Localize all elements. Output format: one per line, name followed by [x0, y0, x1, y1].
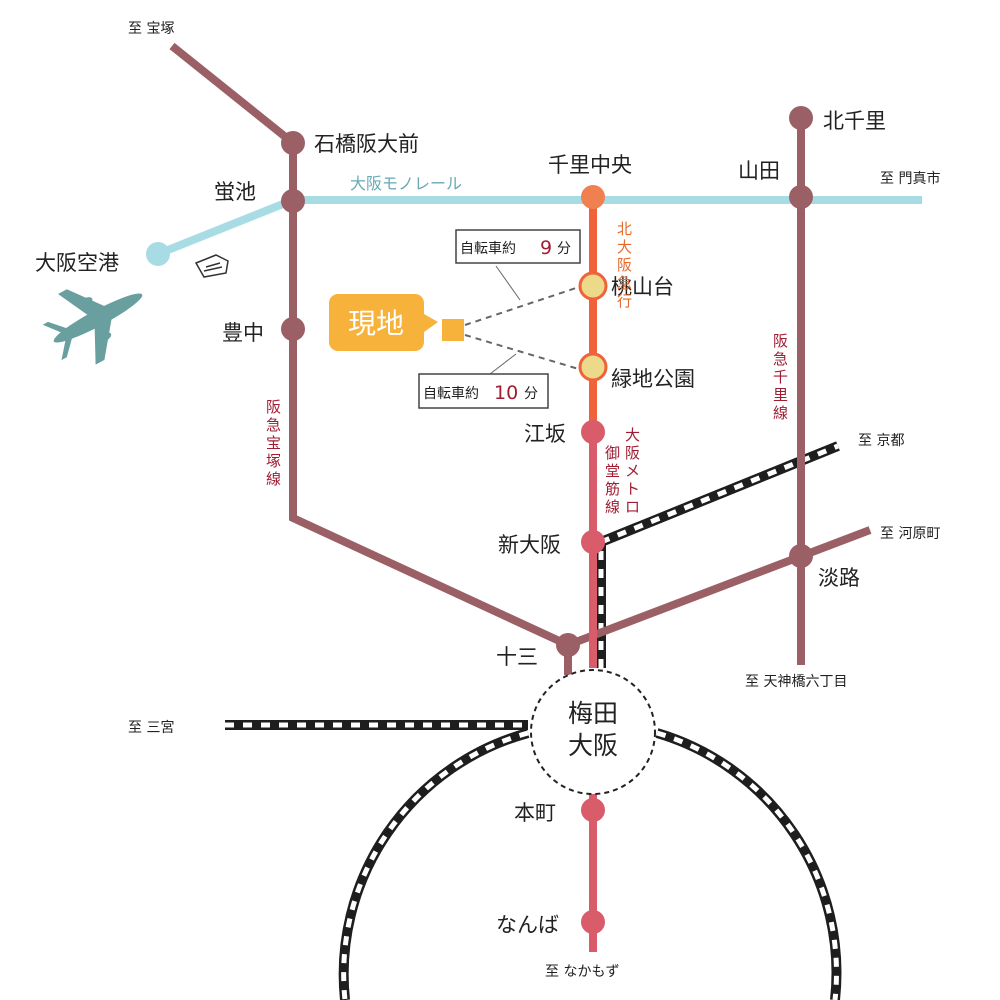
label-juso: 十三 [496, 645, 538, 669]
site-label: 現地 [348, 307, 404, 340]
osaka-monorail-line [156, 196, 922, 258]
svg-text:北: 北 [617, 220, 632, 238]
svg-text:阪: 阪 [617, 256, 632, 274]
svg-text:千: 千 [773, 368, 788, 386]
leader-time-9 [495, 265, 521, 301]
label-namba: なんば [496, 913, 559, 937]
station-hotarugaike[interactable] [281, 189, 305, 213]
station-airport[interactable] [146, 242, 170, 266]
line-name-senri: 阪 急 千 里 線 [773, 332, 788, 422]
station-namba[interactable] [581, 910, 605, 934]
line-name-midosuji: 大 阪 メ ト ロ 御 堂 筋 線 [605, 426, 640, 516]
svg-text:線: 線 [266, 470, 281, 488]
svg-text:大: 大 [625, 426, 640, 444]
svg-text:ロ: ロ [625, 498, 640, 516]
label-awaji: 淡路 [818, 566, 860, 590]
time-unit-10: 分 [524, 386, 538, 402]
station-honmachi[interactable] [581, 798, 605, 822]
svg-text:急: 急 [773, 350, 788, 368]
dir-kawaramachi: 至 河原町 [880, 526, 940, 542]
label-osaka: 大阪 [568, 731, 618, 760]
ticket-icon [194, 254, 229, 278]
leader-time-10 [489, 353, 517, 375]
station-esaka[interactable] [581, 420, 605, 444]
label-airport: 大阪空港 [35, 251, 119, 275]
label-senri-chuo: 千里中央 [548, 153, 632, 177]
label-ryokuchi: 緑地公園 [611, 367, 695, 391]
time-prefix-9: 自転車約 [460, 240, 516, 257]
label-momoyamadai: 桃山台 [611, 275, 674, 299]
svg-text:線: 線 [773, 404, 788, 422]
label-kitasenri: 北千里 [823, 109, 886, 133]
line-name-monorail: 大阪モノレール [350, 174, 462, 193]
site-marker[interactable] [442, 319, 464, 341]
jr-loop-line [338, 728, 842, 1000]
umeda-hub[interactable] [530, 669, 656, 795]
station-awaji[interactable] [789, 544, 813, 568]
svg-text:塚: 塚 [266, 452, 281, 470]
svg-text:メ: メ [625, 462, 640, 480]
svg-text:急: 急 [617, 274, 632, 292]
time-box-momoyamadai: 自転車約 9 分 [455, 229, 581, 264]
site-callout [329, 294, 438, 351]
station-shin-osaka[interactable] [581, 530, 605, 554]
station-senri-chuo[interactable] [581, 185, 605, 209]
svg-text:線: 線 [605, 498, 620, 516]
dir-sannomiya: 至 三宮 [128, 720, 174, 736]
route-to-momoyamadai [464, 285, 583, 326]
label-ishibashi: 石橋阪大前 [314, 132, 419, 156]
dir-kyoto: 至 京都 [858, 433, 904, 449]
station-juso[interactable] [556, 633, 580, 657]
dir-takarazuka: 至 宝塚 [128, 21, 174, 37]
svg-text:大: 大 [617, 238, 632, 256]
svg-text:筋: 筋 [605, 480, 620, 498]
svg-text:御: 御 [605, 444, 620, 462]
label-hotarugaike: 蛍池 [214, 180, 256, 204]
airplane-icon [42, 289, 143, 365]
time-unit-9: 分 [557, 241, 571, 257]
station-yamada[interactable] [789, 185, 813, 209]
time-num-9: 9 [540, 237, 552, 259]
label-toyonaka: 豊中 [222, 321, 264, 345]
label-esaka: 江坂 [524, 422, 566, 446]
station-momoyamadai[interactable] [578, 271, 608, 301]
time-box-ryokuchi: 自転車約 10 分 [418, 373, 549, 409]
dir-nakamozu: 至 なかもず [545, 964, 619, 980]
svg-text:宝: 宝 [266, 434, 281, 452]
label-yamada: 山田 [738, 159, 780, 183]
time-prefix-10: 自転車約 [423, 385, 479, 402]
svg-text:阪: 阪 [625, 444, 640, 462]
svg-text:阪: 阪 [773, 332, 788, 350]
line-name-takarazuka: 阪 急 宝 塚 線 [266, 398, 281, 488]
label-honmachi: 本町 [514, 801, 556, 825]
time-num-10: 10 [494, 382, 518, 404]
hankyu-kyoto-line [566, 526, 872, 649]
dir-tenjinbashi: 至 天神橋六丁目 [745, 674, 847, 690]
station-ishibashi[interactable] [281, 131, 305, 155]
station-kitasenri[interactable] [789, 106, 813, 130]
label-umeda: 梅田 [568, 699, 618, 728]
svg-text:里: 里 [773, 386, 788, 404]
line-name-kitakyu: 北 大 阪 急 行 [617, 220, 632, 310]
route-to-ryokuchi [464, 334, 583, 371]
svg-text:急: 急 [266, 416, 281, 434]
svg-text:ト: ト [625, 480, 640, 498]
dir-kadoma: 至 門真市 [880, 170, 940, 187]
station-ryokuchi[interactable] [578, 352, 608, 382]
svg-text:阪: 阪 [266, 398, 281, 416]
svg-text:堂: 堂 [605, 462, 620, 480]
station-toyonaka[interactable] [281, 317, 305, 341]
label-shin-osaka: 新大阪 [498, 533, 561, 557]
svg-text:行: 行 [617, 292, 632, 310]
